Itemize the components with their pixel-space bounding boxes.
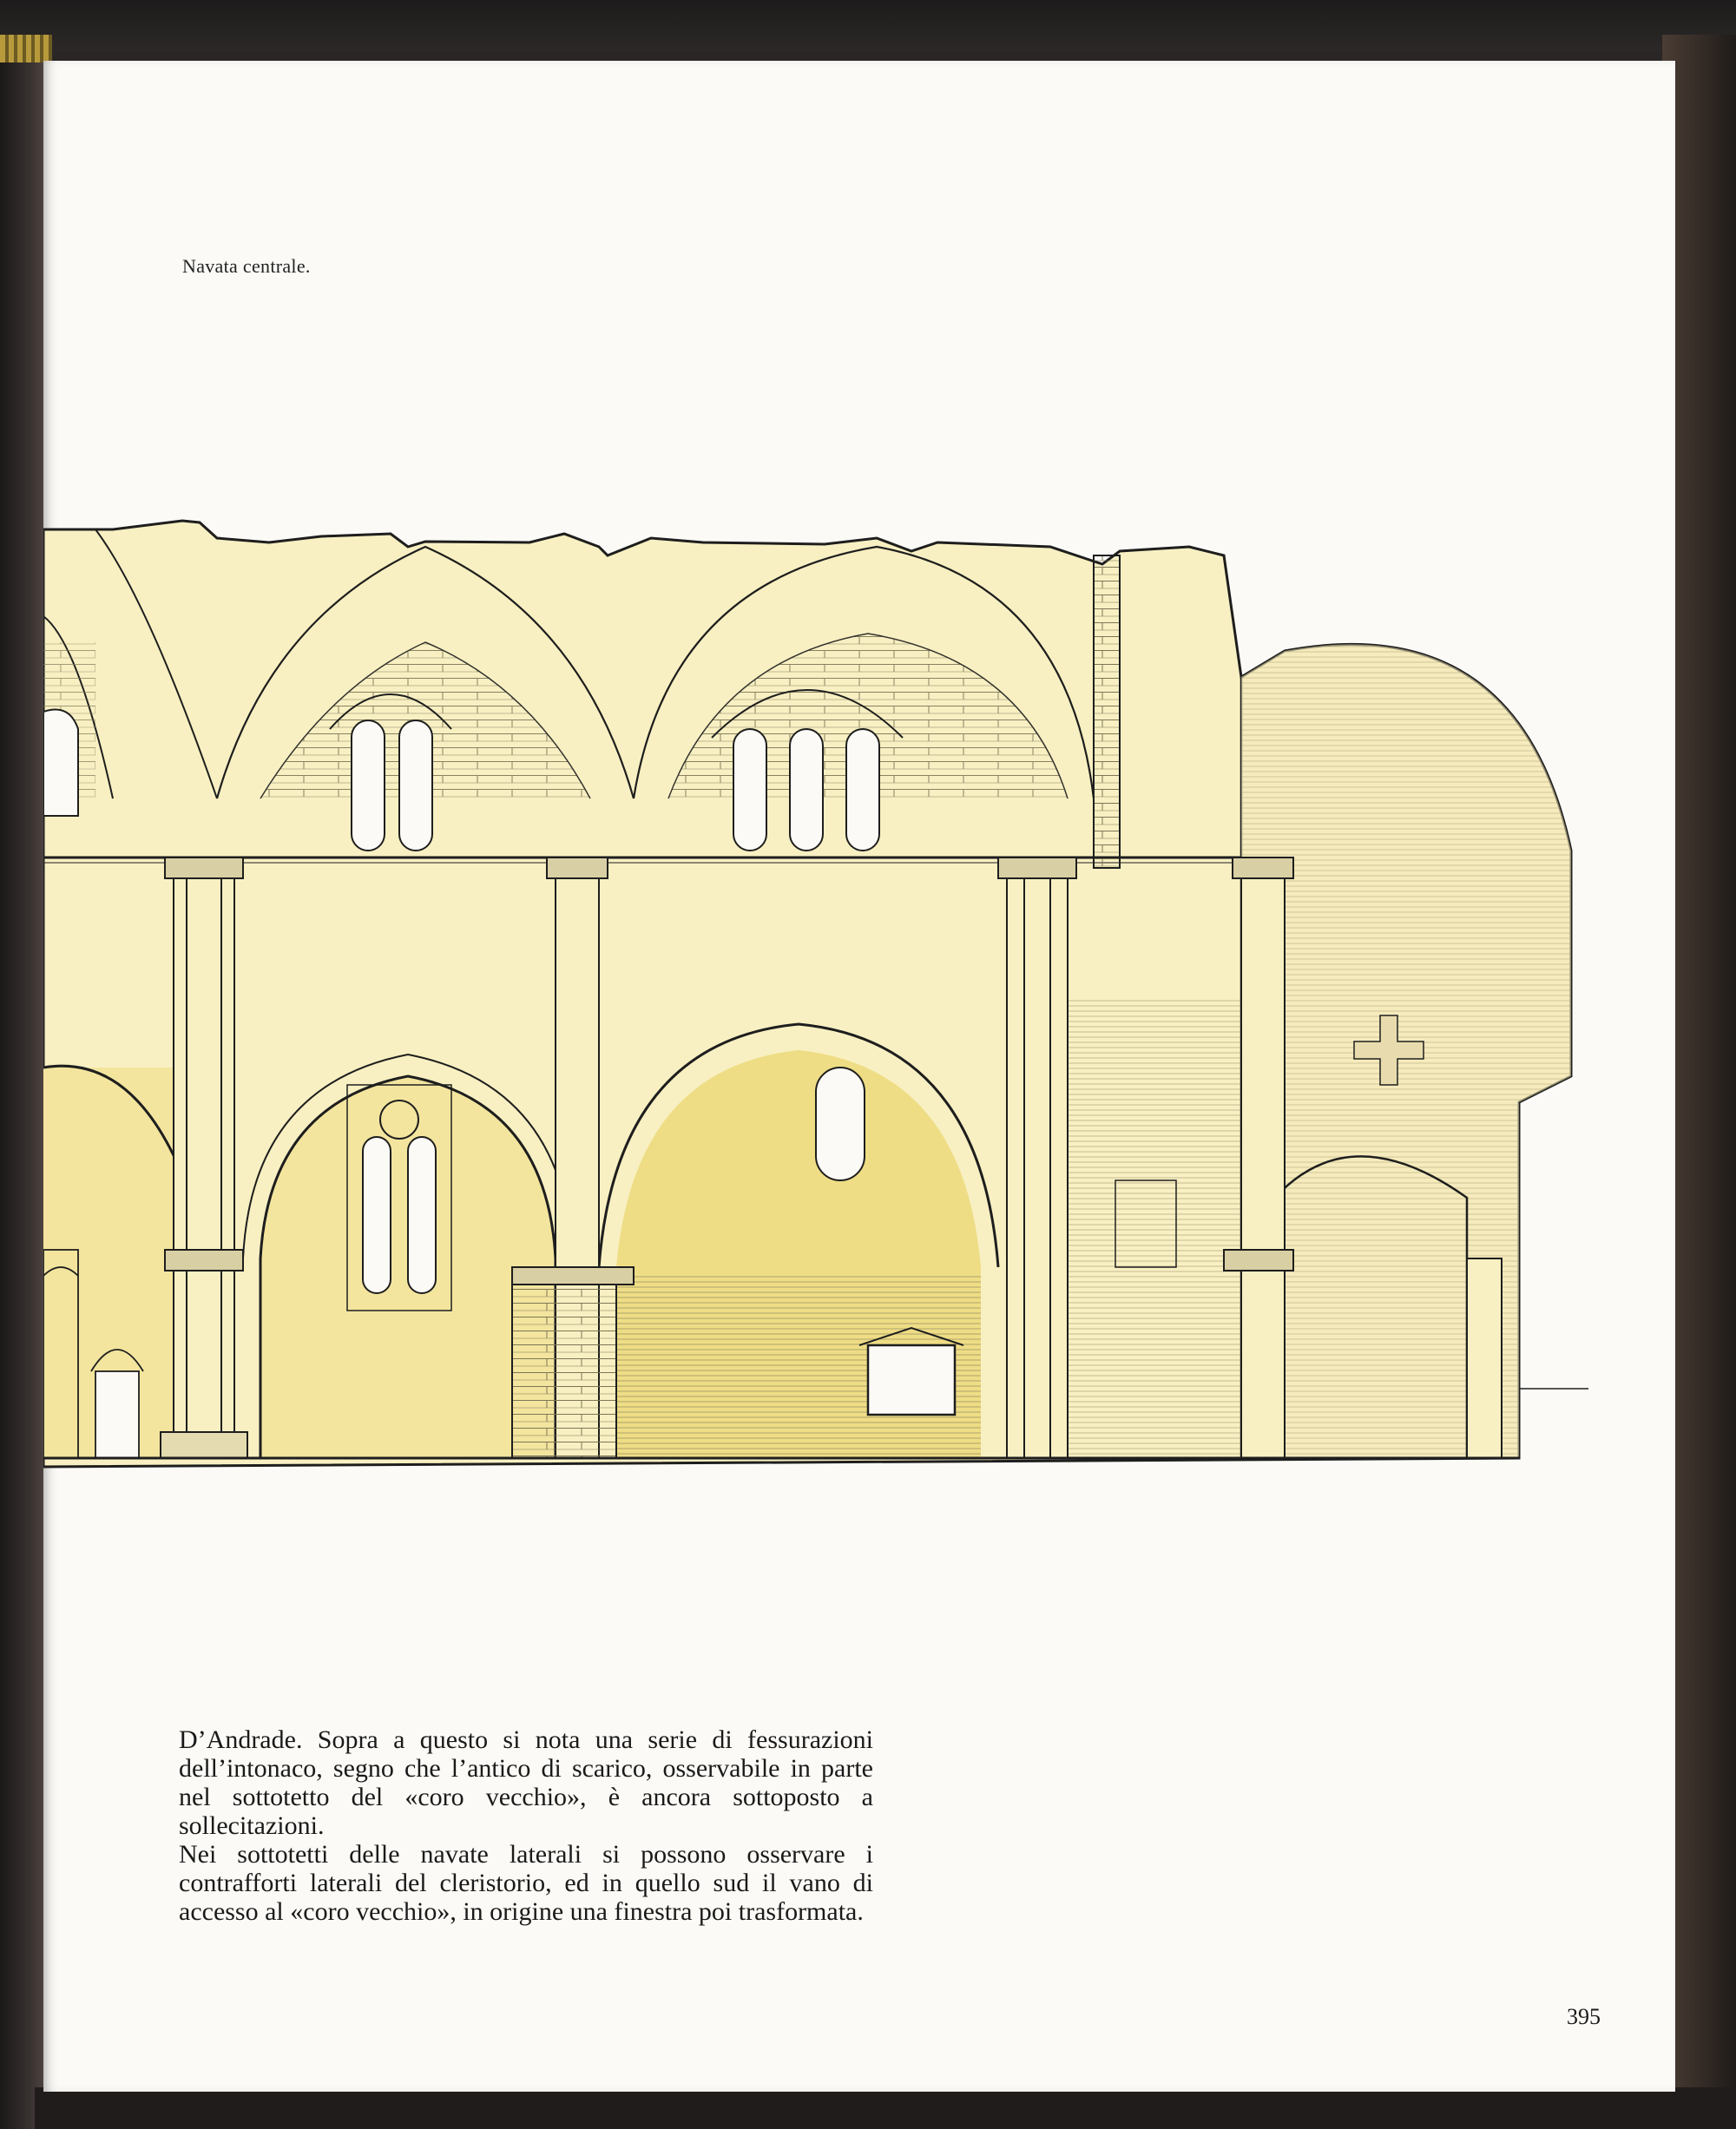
pier-1 [160,857,248,1459]
pier-4 [1223,857,1503,1459]
nave-elevation-drawing [43,519,1588,1469]
clerestory-window-1b [398,720,433,851]
book-cover-bottom [35,2087,1736,2129]
bay-2-rose [379,1100,419,1140]
cross-motif [1353,1015,1424,1086]
scan-background [0,0,1736,52]
left-altar [43,1249,144,1459]
bay-3-door [866,1344,957,1416]
clerestory-window-2c [845,728,880,851]
clerestory-window-2a [733,728,767,851]
vault-3 [632,545,1095,799]
clerestory-window-2b [789,728,824,851]
paragraph: Nei sottotetti delle navate laterali si … [179,1840,873,1926]
spine-bookmark-tab [0,35,52,62]
book-page: Navata centrale. [43,61,1675,2092]
body-text: D’Andrade. Sopra a questo si nota una se… [179,1725,873,1926]
bay-4-fill [1059,998,1241,1458]
bay-2-window-left [362,1136,391,1294]
vault-1 [95,529,218,799]
bay-2-window-right [407,1136,437,1294]
figure-caption: Navata centrale. [182,255,311,277]
clerestory-window-1a [351,720,385,851]
bay-3-window [815,1067,865,1181]
pier-3 [997,555,1121,1459]
page-number: 395 [1567,2004,1601,2029]
vault-2 [215,545,635,799]
paragraph: D’Andrade. Sopra a questo si nota una se… [179,1725,873,1840]
